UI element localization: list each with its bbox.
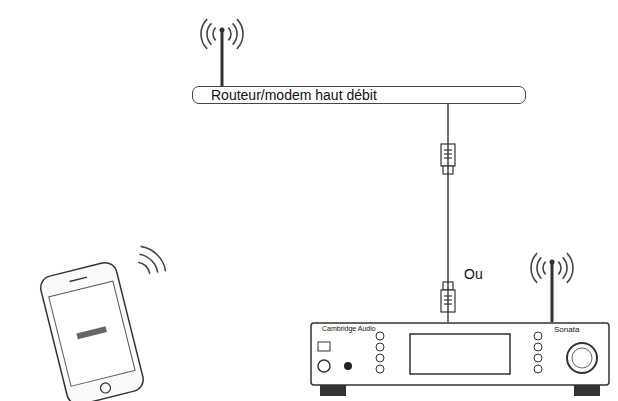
radio-wave (228, 28, 231, 41)
antenna-tip (550, 260, 555, 265)
radio-wave (233, 23, 237, 44)
radio-wave (213, 28, 216, 41)
radio-wave (558, 262, 561, 275)
radio-wave (567, 253, 573, 283)
option-label: Ou (464, 266, 483, 282)
radio-wave (207, 23, 211, 44)
radio-wave (138, 262, 150, 274)
radio-wave (531, 253, 537, 283)
app-logo (76, 326, 107, 339)
radio-wave (537, 257, 541, 278)
radio-wave (543, 262, 546, 275)
radio-wave (563, 257, 567, 278)
radio-wave (141, 246, 166, 271)
router-box: Routeur/modem haut débit (192, 86, 526, 104)
brand-text: Cambridge Audio (322, 325, 376, 332)
device-label: Routeur/modem haut débit (211, 87, 377, 103)
ethernet-cable (447, 104, 448, 322)
antenna-tip (220, 28, 225, 33)
router-antenna (221, 30, 224, 86)
radio-wave (201, 19, 207, 49)
brand-text: Sonata (554, 325, 579, 334)
streamer-device: Cambridge Audio Sonata (310, 322, 610, 398)
radio-wave (139, 254, 157, 272)
smartphone (38, 260, 146, 401)
device-antenna (551, 262, 554, 322)
radio-wave (237, 19, 243, 49)
